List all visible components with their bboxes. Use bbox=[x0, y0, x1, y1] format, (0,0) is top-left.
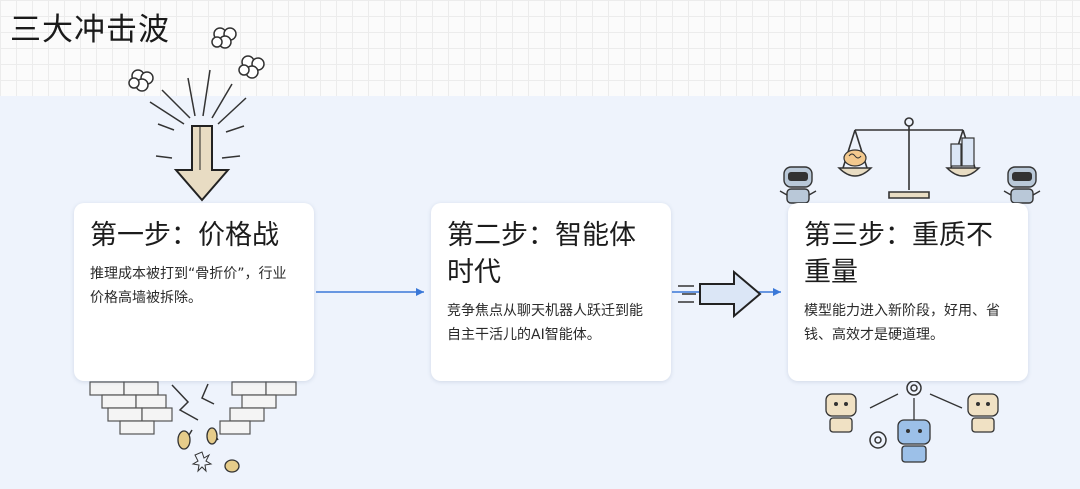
step-card-1: 第一步：价格战 推理成本被打到“骨折价”，行业价格高墙被拆除。 bbox=[74, 203, 314, 381]
step-3-body: 模型能力进入新阶段，好用、省钱、高效才是硬道理。 bbox=[804, 299, 1012, 347]
data-stack-icon bbox=[951, 138, 974, 166]
coins-icon bbox=[178, 428, 239, 472]
step-2-heading: 第二步：智能体时代 bbox=[447, 217, 655, 291]
step-1-body: 推理成本被打到“骨折价”，行业价格高墙被拆除。 bbox=[90, 262, 298, 310]
robot-icon bbox=[776, 163, 820, 207]
step-1-heading: 第一步：价格战 bbox=[90, 217, 298, 254]
balance-scale-icon bbox=[835, 112, 985, 207]
step-card-3: 第三步：重质不重量 模型能力进入新阶段，好用、省钱、高效才是硬道理。 bbox=[788, 203, 1028, 381]
broken-wall-icon bbox=[80, 380, 310, 485]
robot-icon bbox=[1000, 163, 1044, 207]
robot-network-icon bbox=[818, 378, 1018, 478]
step-3-heading: 第三步：重质不重量 bbox=[804, 217, 1012, 291]
speed-arrow-icon bbox=[676, 268, 766, 318]
connector-1-2 bbox=[316, 288, 424, 296]
step-card-2: 第二步：智能体时代 竞争焦点从聊天机器人跃迁到能自主干活儿的AI智能体。 bbox=[431, 203, 671, 381]
arrow-body bbox=[176, 126, 228, 200]
step-2-body: 竞争焦点从聊天机器人跃迁到能自主干活儿的AI智能体。 bbox=[447, 299, 655, 347]
popcorn-icon bbox=[129, 28, 264, 91]
brain-icon bbox=[844, 150, 866, 166]
falling-arrow-icon bbox=[120, 20, 260, 205]
